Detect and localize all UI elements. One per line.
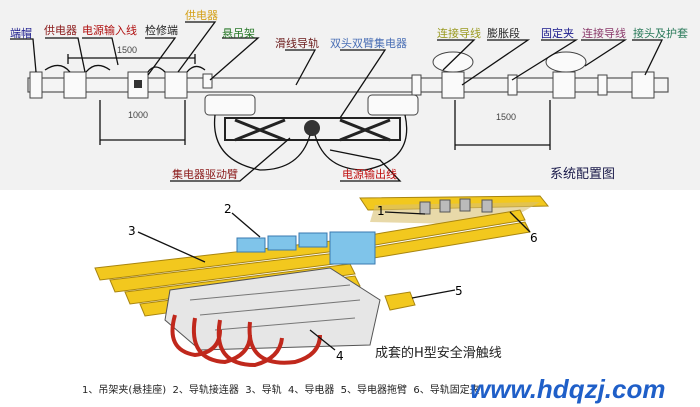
expansion-section bbox=[441, 71, 465, 99]
label-power-feeder-2: 供电器 bbox=[185, 8, 218, 22]
double-collector bbox=[204, 94, 419, 171]
illustration-caption: 成套的H型安全滑触线 bbox=[375, 345, 502, 361]
label-power-output-line: 电源输出线 bbox=[342, 167, 397, 181]
hanger-2 bbox=[411, 74, 422, 96]
end-cap bbox=[29, 71, 43, 99]
callout-2: 2 bbox=[224, 202, 232, 216]
power-feeder bbox=[63, 71, 87, 99]
joint-cover bbox=[631, 71, 655, 99]
connecting-wire-loop bbox=[432, 51, 474, 73]
system-config-background bbox=[0, 0, 700, 190]
dimension-1500-left: 1500 bbox=[117, 45, 137, 55]
rail-connectors bbox=[236, 231, 376, 265]
dimension-1000: 1000 bbox=[128, 110, 148, 120]
dimension-lines bbox=[67, 54, 551, 150]
label-fixed-clamp: 固定夹 bbox=[541, 26, 574, 40]
drag-arm bbox=[384, 291, 416, 311]
hanger bbox=[202, 73, 213, 89]
h-rail-illustration bbox=[94, 195, 550, 368]
watermark: www.hdqzj.com bbox=[470, 374, 665, 404]
label-power-input-line: 电源输入线 bbox=[82, 23, 137, 37]
label-joint-cover: 接头及护套 bbox=[633, 26, 688, 40]
callout-4: 4 bbox=[336, 349, 344, 363]
callout-5: 5 bbox=[455, 284, 463, 298]
red-cables bbox=[170, 314, 322, 368]
label-connecting-wire-2: 连接导线 bbox=[582, 26, 626, 40]
power-feeder-2 bbox=[164, 71, 188, 99]
fixed-clamp-2 bbox=[597, 74, 608, 96]
label-hanger: 悬吊架 bbox=[222, 27, 255, 40]
label-connecting-wire-1: 连接导线 bbox=[437, 26, 481, 40]
dimension-1500-right: 1500 bbox=[496, 112, 516, 122]
label-conductor-rail: 滑线导轨 bbox=[275, 36, 319, 50]
label-double-collector: 双头双臂集电器 bbox=[330, 36, 407, 50]
callout-6: 6 bbox=[530, 231, 538, 245]
maintenance-icon bbox=[134, 80, 142, 88]
leader-lines bbox=[10, 21, 664, 182]
fixed-clamp bbox=[507, 74, 518, 96]
expansion-section-2 bbox=[552, 71, 576, 99]
callout-3: 3 bbox=[128, 224, 136, 238]
callout-lines bbox=[137, 211, 531, 351]
callout-1: 1 bbox=[377, 204, 385, 218]
legend: 1、吊架夹(悬挂座) 2、导轨接连器 3、导轨 4、导电器 5、导电器拖臂 6、… bbox=[82, 383, 480, 396]
label-expansion-section: 膨胀段 bbox=[487, 26, 520, 40]
section-title: 系统配置图 bbox=[550, 167, 615, 182]
label-collector-drive-arm: 集电器驱动臂 bbox=[172, 167, 238, 181]
label-maintenance-end: 检修端 bbox=[145, 23, 178, 37]
label-end-cap: 端帽 bbox=[10, 27, 32, 40]
connecting-wire-loop-2 bbox=[545, 51, 587, 73]
rail-components bbox=[29, 51, 655, 99]
label-power-feeder-1: 供电器 bbox=[44, 23, 77, 37]
